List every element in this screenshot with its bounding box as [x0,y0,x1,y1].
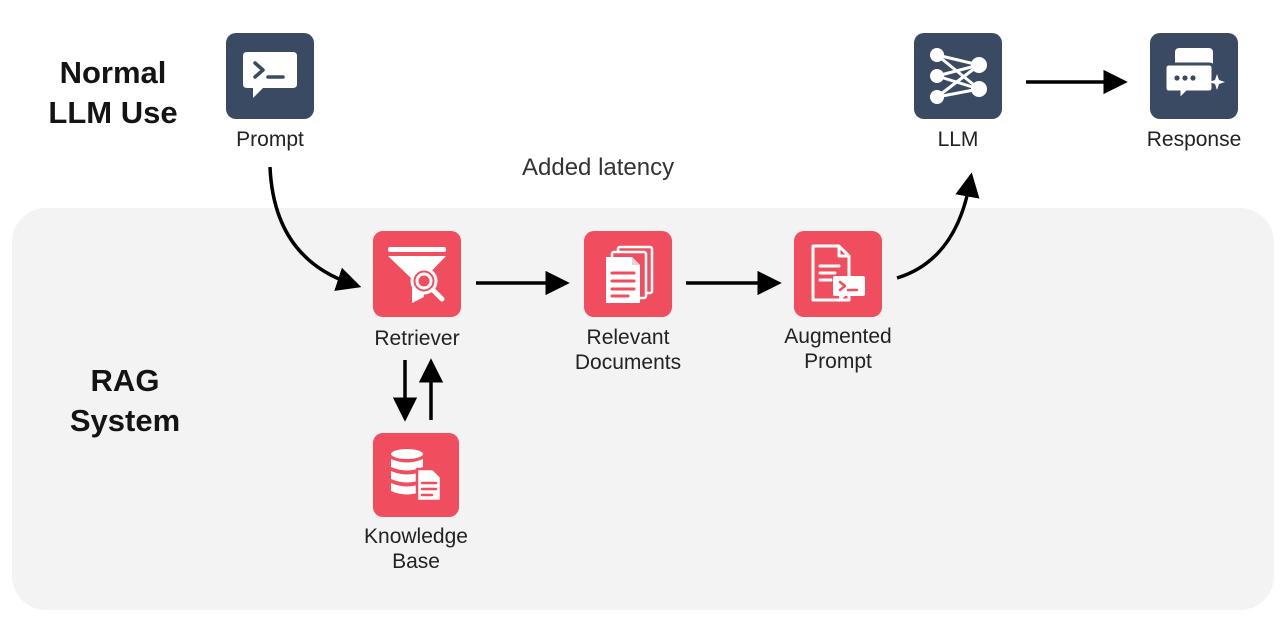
database-document-icon [391,449,443,503]
arrow-augmented-to-llm [896,172,980,280]
relevant-documents-node [584,231,672,317]
llm-node [914,33,1002,119]
relevant-documents-label: Relevant Documents [574,326,682,374]
prompt-node [226,33,314,119]
chat-response-icon [1163,48,1225,104]
augmented-prompt-label: Augmented Prompt [784,325,892,373]
retriever-label: Retriever [374,327,460,350]
terminal-chat-icon [243,52,297,98]
rag-system-title: RAG System [69,363,181,438]
retriever-node [373,231,461,317]
response-label: Response [1146,128,1242,151]
arrow-prompt-to-retriever [268,166,362,291]
knowledge-base-label: Knowledge Base [364,525,468,573]
response-node [1150,33,1238,119]
llm-label: LLM [937,128,979,151]
normal-llm-use-title: Normal LLM Use [48,55,178,130]
knowledge-base-node [373,433,459,517]
prompt-label: Prompt [236,128,304,151]
filter-search-icon [388,247,446,303]
neural-network-icon [930,48,987,104]
documents-icon [606,245,654,303]
added-latency-annotation: Added latency [522,154,675,181]
document-terminal-icon [811,244,865,302]
augmented-prompt-node [794,231,882,317]
